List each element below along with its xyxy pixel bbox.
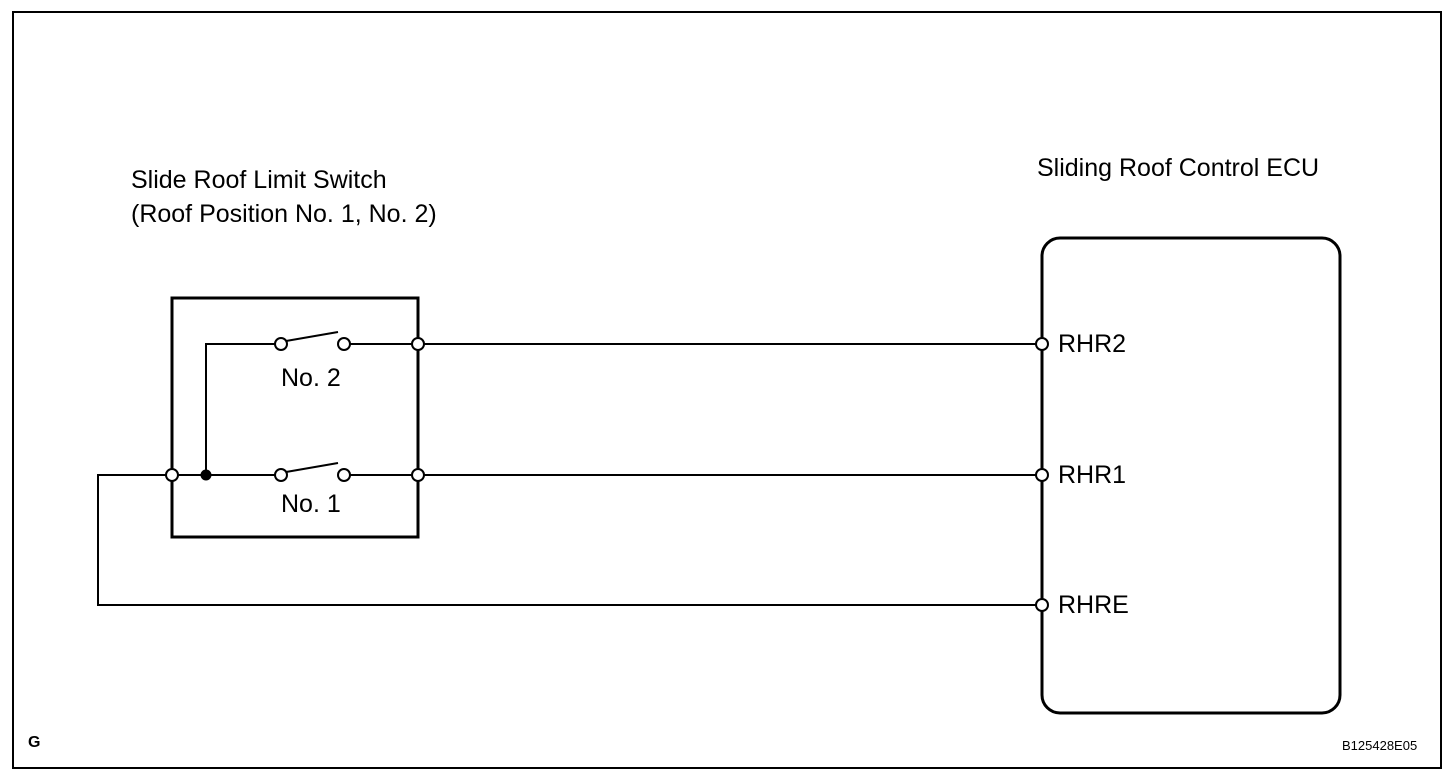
corner-mark-right: B125428E05 bbox=[1342, 738, 1417, 753]
switch-no1-output-terminal bbox=[411, 468, 425, 482]
outer-frame bbox=[12, 11, 1442, 769]
switch-no2-label: No. 2 bbox=[281, 364, 341, 392]
ecu-label-rhr2: RHR2 bbox=[1058, 330, 1126, 358]
ecu-title: Sliding Roof Control ECU bbox=[1037, 154, 1319, 182]
switch-no1-right-contact bbox=[337, 468, 351, 482]
switch-title-line1: Slide Roof Limit Switch bbox=[131, 166, 387, 194]
switch-no2-right-contact bbox=[337, 337, 351, 351]
ecu-terminal-rhr2 bbox=[1035, 337, 1049, 351]
wire-branch-to-no2 bbox=[205, 343, 277, 475]
limit-switch-housing bbox=[170, 296, 420, 539]
corner-mark-left: G bbox=[28, 734, 40, 751]
switch-no2-output-terminal bbox=[411, 337, 425, 351]
switch-no1-label: No. 1 bbox=[281, 490, 341, 518]
switch-no2-left-contact bbox=[274, 337, 288, 351]
ecu-label-rhr1: RHR1 bbox=[1058, 461, 1126, 489]
switch-no1-left-contact bbox=[274, 468, 288, 482]
ecu-terminal-rhr1 bbox=[1035, 468, 1049, 482]
wire-rhre bbox=[97, 474, 1036, 606]
switch-common-terminal bbox=[165, 468, 179, 482]
wire-junction-dot bbox=[200, 469, 212, 481]
switch-title-line2: (Roof Position No. 1, No. 2) bbox=[131, 200, 437, 228]
switch-no2-contact-arm bbox=[285, 331, 339, 342]
ecu-label-rhre: RHRE bbox=[1058, 591, 1129, 619]
ecu-terminal-rhre bbox=[1035, 598, 1049, 612]
switch-no1-contact-arm bbox=[285, 462, 339, 473]
